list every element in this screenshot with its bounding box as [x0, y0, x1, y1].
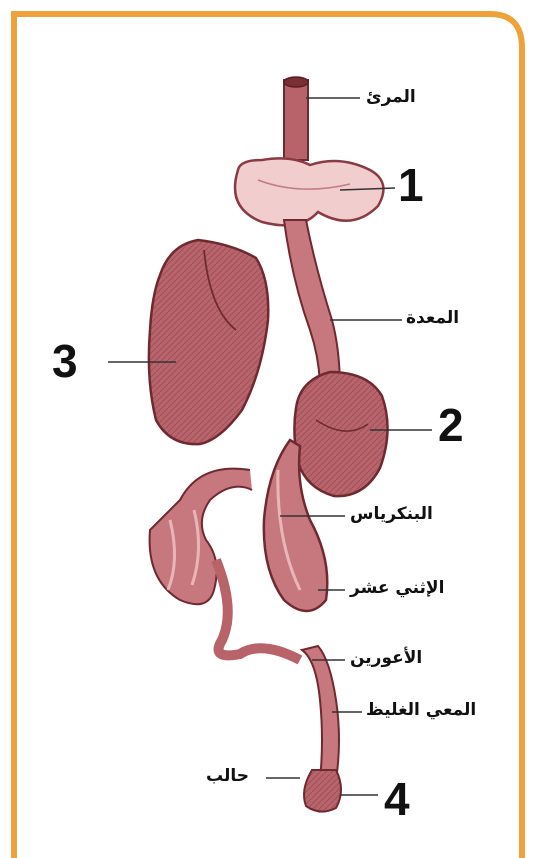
- label-ileum: الأعورين: [350, 648, 422, 668]
- label-large-intestine: المعي الغليظ: [366, 700, 476, 720]
- label-duodenum: الإثني عشر: [350, 578, 444, 598]
- label-pancreas: البنكرياس: [350, 504, 433, 524]
- label-stomach: المعدة: [406, 308, 459, 328]
- gizzard-organ: [294, 372, 387, 496]
- large-intestine-organ: [302, 646, 341, 812]
- number-3: 3: [52, 334, 78, 388]
- proventriculus-organ: [284, 220, 340, 390]
- crop-organ: [235, 158, 383, 225]
- number-1: 1: [398, 158, 424, 212]
- label-esophagus: المرئ: [366, 87, 416, 107]
- label-ureter: حالب: [206, 766, 249, 786]
- liver-organ: [149, 240, 268, 444]
- number-4: 4: [384, 772, 410, 826]
- esophagus-organ: [284, 77, 308, 160]
- number-2: 2: [438, 398, 464, 452]
